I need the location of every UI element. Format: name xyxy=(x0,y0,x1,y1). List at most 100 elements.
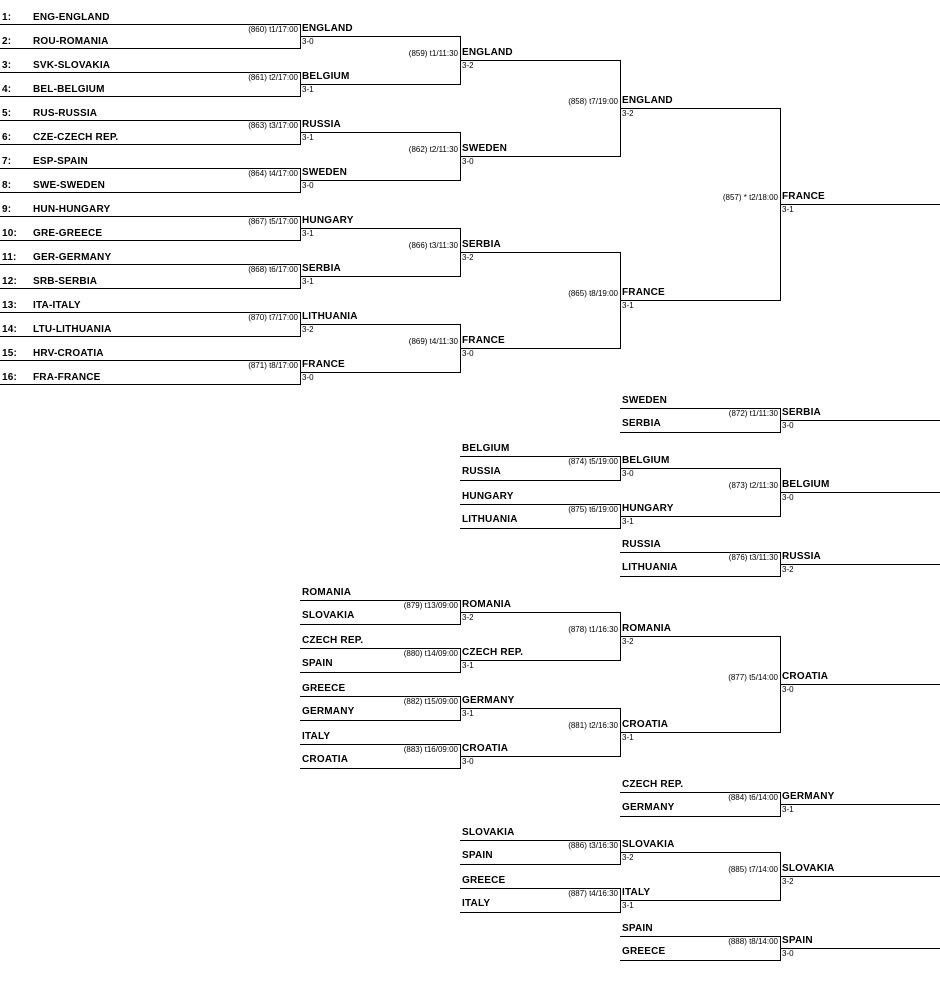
team-entry: SPAIN xyxy=(462,850,493,861)
bracket-line xyxy=(620,408,780,409)
team-entry: ROMANIA xyxy=(302,587,352,598)
bracket-line xyxy=(780,564,940,565)
match-score: 3-2 xyxy=(462,253,474,262)
match-info: (879) t13/09:00 xyxy=(403,601,458,610)
match-score: 3-1 xyxy=(302,229,314,238)
match-score: 3-2 xyxy=(782,565,794,574)
match-info: (887) t4/16:30 xyxy=(568,889,618,898)
match-winner: HUNGARY xyxy=(622,503,674,514)
match-winner: SLOVAKIA xyxy=(622,839,675,850)
match-score: 3-2 xyxy=(782,877,794,886)
match-winner: SERBIA xyxy=(302,263,341,274)
bracket-line xyxy=(460,156,620,157)
match-info: (860) t1/17:00 xyxy=(248,25,298,34)
bracket-line xyxy=(780,804,940,805)
match-info: (873) t2/11:30 xyxy=(728,481,778,490)
draw-team: BEL-BELGIUM xyxy=(33,84,105,95)
team-entry: ITALY xyxy=(462,898,491,909)
draw-team: ESP-SPAIN xyxy=(33,156,88,167)
bracket-line xyxy=(460,708,620,709)
match-winner: GERMANY xyxy=(782,791,835,802)
bracket-line xyxy=(0,72,300,73)
match-score: 3-2 xyxy=(622,109,634,118)
team-entry: GERMANY xyxy=(622,802,675,813)
draw-team: HRV-CROATIA xyxy=(33,348,104,359)
match-score: 3-1 xyxy=(302,277,314,286)
match-winner: BELGIUM xyxy=(622,455,670,466)
match-score: 3-1 xyxy=(462,709,474,718)
match-winner: RUSSIA xyxy=(782,551,821,562)
match-winner: CROATIA xyxy=(622,719,669,730)
match-info: (876) t3/11:30 xyxy=(728,553,778,562)
match-info: (886) t3/16:30 xyxy=(568,841,618,850)
match-winner: ROMANIA xyxy=(622,623,672,634)
draw-team: LTU-LITHUANIA xyxy=(33,324,112,335)
draw-team: HUN-HUNGARY xyxy=(33,204,111,215)
team-entry: GREECE xyxy=(302,683,346,694)
match-info: (883) t16/09:00 xyxy=(403,745,458,754)
draw-seed: 2: xyxy=(2,36,12,47)
match-winner: BELGIUM xyxy=(782,479,830,490)
match-info: (888) t8/14:00 xyxy=(728,937,778,946)
team-entry: BELGIUM xyxy=(462,443,510,454)
match-winner: ENGLAND xyxy=(462,47,513,58)
match-info: (868) t6/17:00 xyxy=(248,265,298,274)
bracket-line xyxy=(300,624,460,625)
match-score: 3-1 xyxy=(782,205,794,214)
bracket-line xyxy=(300,180,460,181)
team-entry: SPAIN xyxy=(302,658,333,669)
bracket-line xyxy=(300,600,460,601)
draw-seed: 16: xyxy=(2,372,18,383)
match-score: 3-1 xyxy=(622,301,634,310)
match-info: (867) t5/17:00 xyxy=(248,217,298,226)
bracket-line xyxy=(620,108,780,109)
bracket-line xyxy=(460,528,620,529)
draw-team: ITA-ITALY xyxy=(33,300,81,311)
match-info: (859) t1/11:30 xyxy=(408,49,458,58)
team-entry: RUSSIA xyxy=(622,539,661,550)
match-winner: HUNGARY xyxy=(302,215,354,226)
bracket-line xyxy=(460,912,620,913)
match-winner: ITALY xyxy=(622,887,651,898)
bracket-line xyxy=(780,492,940,493)
match-info: (866) t3/11:30 xyxy=(408,241,458,250)
draw-team: ENG-ENGLAND xyxy=(33,12,110,23)
draw-team: GRE-GREECE xyxy=(33,228,103,239)
match-info: (861) t2/17:00 xyxy=(248,73,298,82)
match-info: (881) t2/16:30 xyxy=(568,721,618,730)
match-info: (882) t15/09:00 xyxy=(403,697,458,706)
team-entry: CZECH REP. xyxy=(622,779,684,790)
bracket-line xyxy=(0,312,300,313)
bracket-line xyxy=(300,744,460,745)
match-info: (884) t6/14:00 xyxy=(728,793,778,802)
bracket-line xyxy=(620,816,780,817)
draw-team: ROU-ROMANIA xyxy=(33,36,109,47)
team-entry: GREECE xyxy=(462,875,506,886)
team-entry: SERBIA xyxy=(622,418,661,429)
bracket-line xyxy=(300,228,460,229)
draw-seed: 3: xyxy=(2,60,12,71)
bracket-line xyxy=(0,288,300,289)
match-score: 3-0 xyxy=(782,421,794,430)
match-score: 3-2 xyxy=(462,61,474,70)
bracket-line xyxy=(300,372,460,373)
bracket-line xyxy=(620,576,780,577)
match-info: (858) t7/19:00 xyxy=(568,97,618,106)
match-score: 3-2 xyxy=(462,613,474,622)
draw-team: CZE-CZECH REP. xyxy=(33,132,119,143)
bracket-line xyxy=(460,888,620,889)
match-score: 3-1 xyxy=(302,85,314,94)
match-winner: RUSSIA xyxy=(302,119,341,130)
match-score: 3-2 xyxy=(622,853,634,862)
bracket-line xyxy=(620,852,780,853)
match-score: 3-1 xyxy=(622,733,634,742)
bracket-line xyxy=(300,768,460,769)
bracket-line xyxy=(780,684,940,685)
draw-team: GER-GERMANY xyxy=(33,252,112,263)
bracket-line xyxy=(0,384,300,385)
match-winner: SWEDEN xyxy=(302,167,348,178)
bracket-line xyxy=(0,240,300,241)
match-score: 3-0 xyxy=(782,949,794,958)
match-score: 3-1 xyxy=(622,517,634,526)
